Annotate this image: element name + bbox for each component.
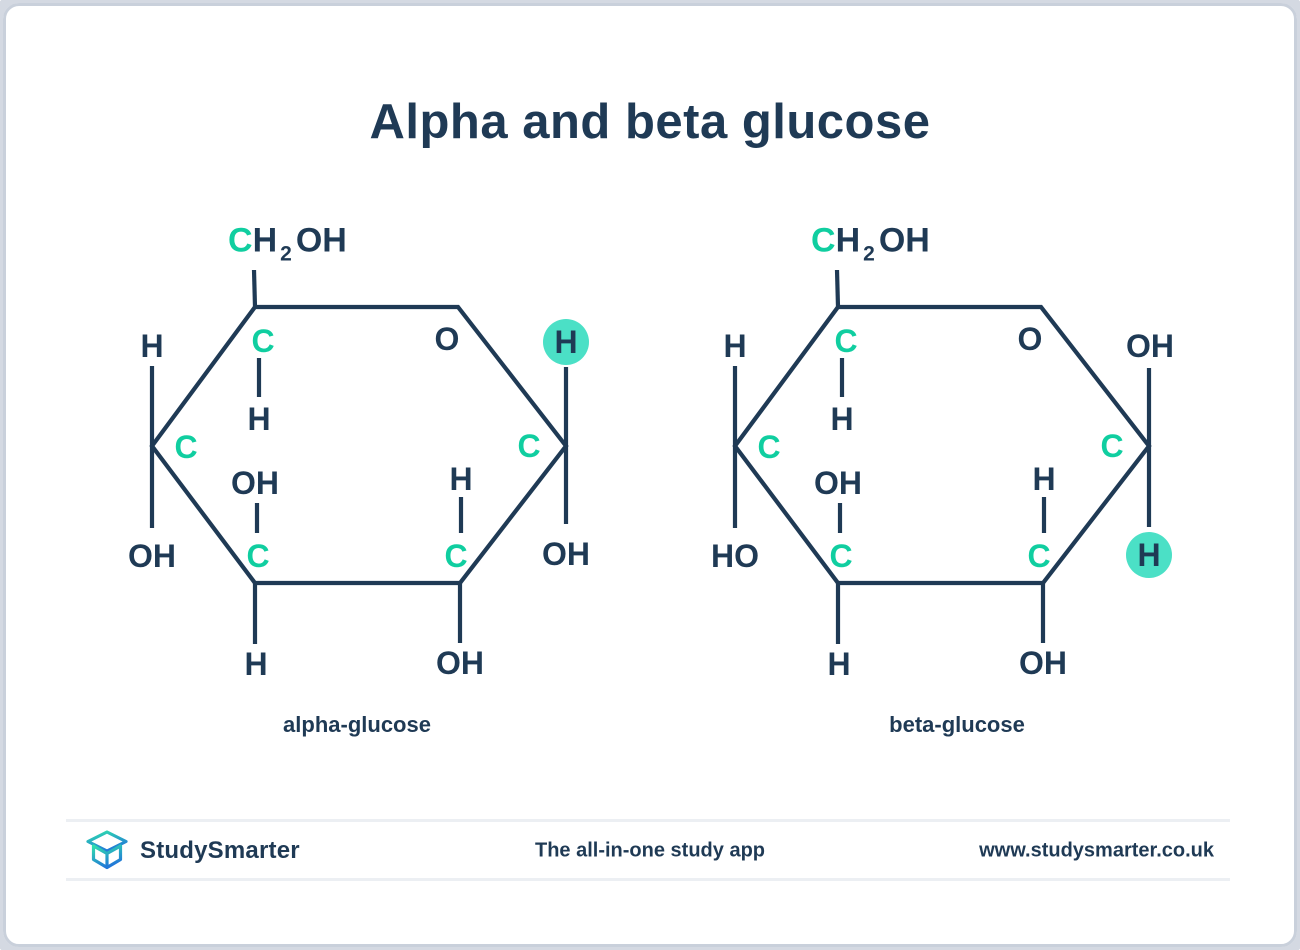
- beta-ch2oh-bond: [834, 269, 841, 308]
- footer-divider-bottom: [66, 878, 1230, 881]
- alpha-ring-carbon-c2: C: [444, 538, 468, 574]
- alpha-bottom-h-label: H: [244, 646, 268, 682]
- alpha-inner-oh-label: OH: [231, 465, 279, 501]
- alpha-ring-oxygen: O: [434, 321, 460, 357]
- footer-tagline: The all-in-one study app: [534, 839, 766, 862]
- beta-ring-carbon-c4: C: [757, 429, 781, 465]
- beta-ring-carbon-c3: C: [829, 538, 853, 574]
- beta-ring-oxygen: O: [1017, 321, 1043, 357]
- alpha-left-h-label: H: [140, 328, 164, 364]
- hydrogen-symbol: H: [835, 221, 861, 260]
- beta-ring-carbon-c2: C: [1027, 538, 1051, 574]
- alpha-right-oh-label: OH: [542, 536, 590, 572]
- footer-divider-top: [66, 819, 1230, 822]
- subscript-2: 2: [280, 242, 292, 266]
- hydrogen-symbol: H: [252, 221, 278, 260]
- beta-bottom-h-label: H: [827, 646, 851, 682]
- beta-highlighted-h-label: H: [1126, 532, 1172, 578]
- alpha-glucose-ring: [149, 304, 569, 586]
- hydroxyl-symbol: OH: [878, 221, 930, 260]
- brand-name: StudySmarter: [140, 837, 300, 864]
- subscript-2: 2: [863, 242, 875, 266]
- alpha-highlighted-h-label: H: [543, 319, 589, 365]
- alpha-c5-h-label: H: [247, 401, 271, 437]
- beta-caption: beta-glucose: [889, 712, 1025, 737]
- alpha-ring-carbon-c4: C: [174, 429, 198, 465]
- beta-bottom-oh-label: OH: [1019, 645, 1067, 681]
- alpha-left-oh-label: OH: [128, 538, 176, 574]
- page-title: Alpha and beta glucose: [369, 95, 931, 149]
- alpha-ring-carbon-c3: C: [246, 538, 270, 574]
- box-body: [91, 844, 123, 870]
- alpha-bottom-oh-label: OH: [436, 645, 484, 681]
- alpha-caption: alpha-glucose: [283, 712, 431, 737]
- beta-ring-carbon-c5: C: [834, 323, 858, 359]
- carbon-symbol: C: [228, 221, 253, 260]
- beta-inner-oh-label: OH: [814, 465, 862, 501]
- beta-left-h-label: H: [723, 328, 747, 364]
- hydroxyl-symbol: OH: [295, 221, 347, 260]
- studysmarter-logo: StudySmarter: [85, 829, 300, 873]
- beta-left-ho-label: HO: [711, 538, 759, 574]
- beta-ring-carbon-c1: C: [1100, 428, 1124, 464]
- beta-right-oh-label: OH: [1126, 328, 1174, 364]
- open-box-icon: [86, 830, 128, 870]
- alpha-ring-carbon-c5: C: [251, 323, 275, 359]
- beta-c5-h-label: H: [830, 401, 854, 437]
- box-lid: [86, 830, 128, 853]
- beta-glucose-ring: [732, 304, 1152, 586]
- alpha-ch2oh-bond: [251, 269, 258, 308]
- footer-url: www.studysmarter.co.uk: [979, 839, 1214, 862]
- alpha-ring-carbon-c1: C: [517, 428, 541, 464]
- carbon-symbol: C: [811, 221, 836, 260]
- beta-inner-h-label: H: [1032, 461, 1056, 497]
- alpha-inner-h-label: H: [449, 461, 473, 497]
